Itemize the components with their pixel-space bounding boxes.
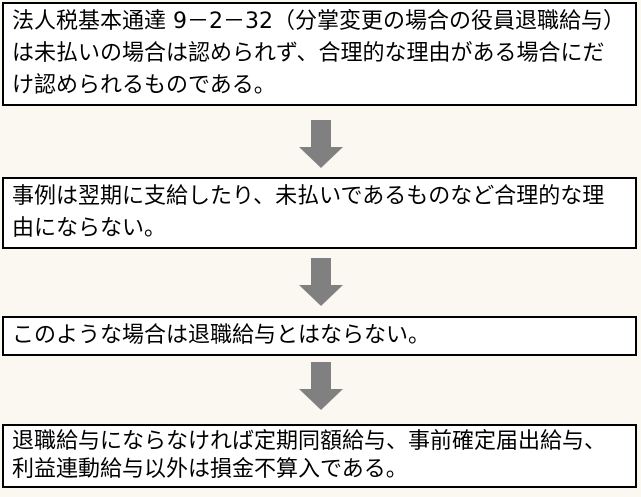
flow-box-conclusion: このような場合は退職給与とはならない。	[2, 316, 637, 356]
flow-box-result: 退職給与にならなければ定期同額給与、事前確定届出給与、 利益連動給与以外は損金不…	[2, 424, 637, 488]
box-text-line: 由にならない。	[12, 216, 167, 241]
box-text-line: 退職給与にならなければ定期同額給与、事前確定届出給与、	[12, 429, 607, 454]
box-text-line: け認められるものである。	[12, 73, 276, 98]
box-text-line: は未払いの場合は認められず、合理的な理由がある場合にだ	[12, 41, 605, 66]
down-arrow-head	[298, 285, 343, 306]
down-arrow-shaft	[310, 258, 331, 285]
down-arrow-icon	[298, 362, 343, 410]
down-arrow-head	[298, 389, 343, 410]
flow-box-premise: 法人税基本通達 9－2－32（分掌変更の場合の役員退職給与） は未払いの場合は認…	[2, 2, 637, 106]
down-arrow-shaft	[310, 120, 331, 147]
down-arrow-shaft	[310, 362, 331, 389]
box-text-line: 利益連動給与以外は損金不算入である。	[12, 457, 408, 482]
box-text-line: このような場合は退職給与とはならない。	[12, 323, 431, 348]
flow-box-case: 事例は翌期に支給したり、未払いであるものなど合理的な理 由にならない。	[2, 177, 637, 249]
down-arrow-icon	[298, 120, 343, 168]
box-text-line: 事例は翌期に支給したり、未払いであるものなど合理的な理	[12, 184, 605, 209]
down-arrow-icon	[298, 258, 343, 306]
box-text-line: 法人税基本通達 9－2－32（分掌変更の場合の役員退職給与）	[12, 9, 625, 34]
down-arrow-head	[298, 147, 343, 168]
